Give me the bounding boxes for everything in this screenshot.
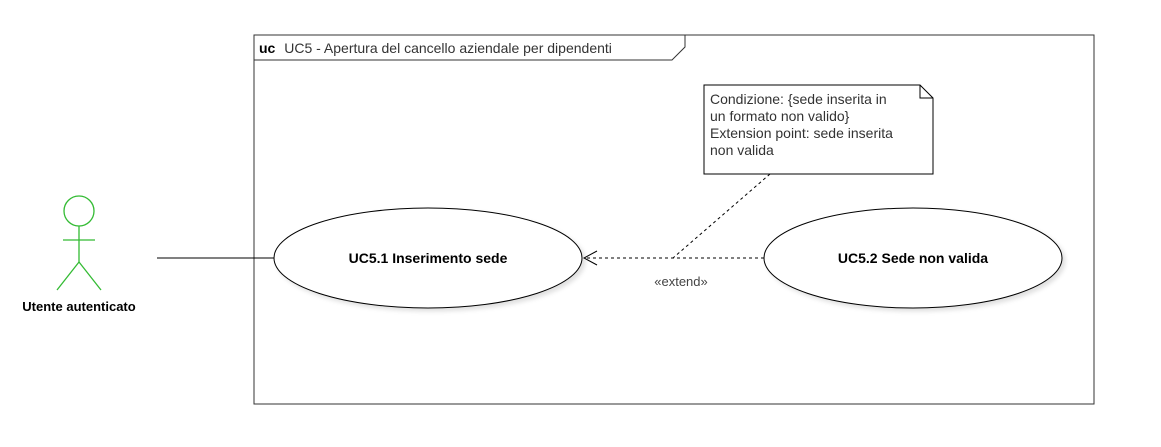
note-line: Extension point: sede inserita: [710, 125, 893, 141]
use-case-uc51[interactable]: UC5.1 Inserimento sede: [273, 207, 583, 309]
note-folded-corner-icon: [919, 85, 933, 99]
frame-title: uc UC5 - Apertura del cancello aziendale…: [259, 40, 612, 56]
frame-title-text: UC5 - Apertura del cancello aziendale pe…: [284, 40, 612, 56]
system-frame[interactable]: uc UC5 - Apertura del cancello aziendale…: [253, 34, 1095, 405]
extend-stereotype-label: «extend»: [654, 274, 708, 289]
actor-utente-autenticato[interactable]: Utente autenticato: [22, 195, 136, 314]
frame-tab: [253, 34, 686, 61]
note-anchor-line: [672, 173, 771, 259]
use-case-uc51-label: UC5.1 Inserimento sede: [349, 250, 508, 266]
condition-note[interactable]: Condizione: {sede inserita in un formato…: [703, 84, 934, 175]
actor-stick-figure-icon: [56, 195, 102, 291]
frame-keyword: uc: [259, 40, 276, 56]
note-line: un formato non valido}: [710, 108, 850, 124]
note-line: non valida: [710, 142, 774, 158]
actor-label: Utente autenticato: [22, 299, 135, 314]
extend-relationship[interactable]: «extend»: [582, 250, 764, 289]
use-case-uc52-label: UC5.2 Sede non valida: [838, 250, 988, 266]
use-case-uc52[interactable]: UC5.2 Sede non valida: [763, 207, 1063, 309]
extend-arrowhead-icon: [582, 250, 598, 266]
note-text: Condizione: {sede inserita in un formato…: [710, 91, 897, 158]
note-line: Condizione: {sede inserita in: [710, 91, 887, 107]
